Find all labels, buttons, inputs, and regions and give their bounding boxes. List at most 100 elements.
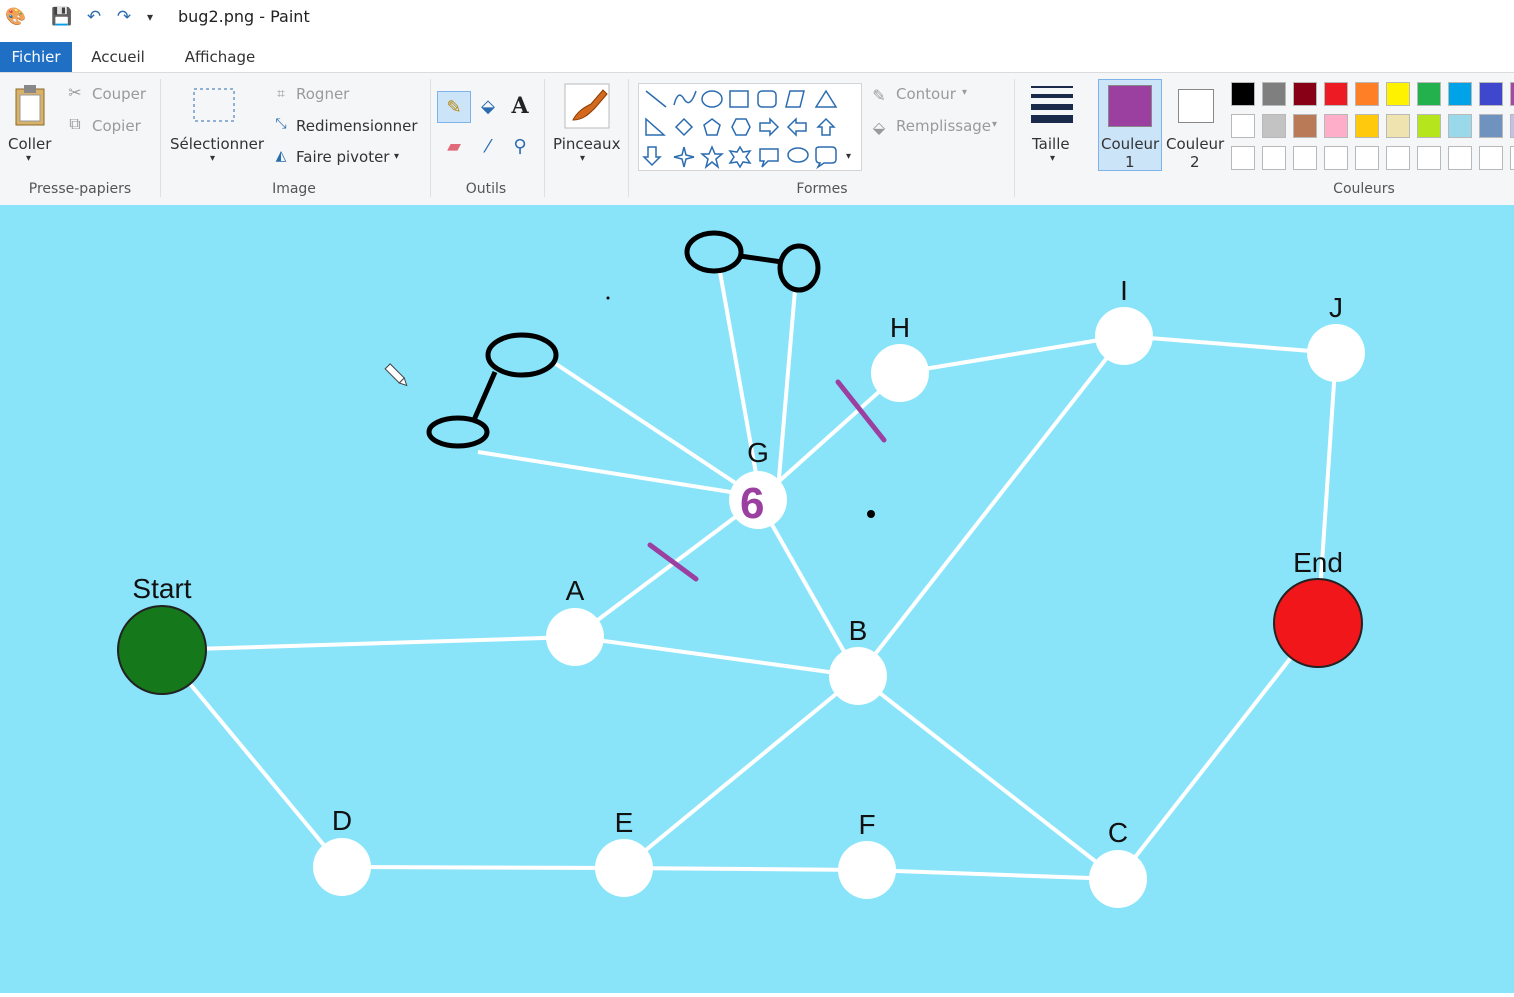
image-group-label: Image bbox=[272, 181, 316, 197]
node-label-h: H bbox=[890, 312, 910, 343]
rotate-button[interactable]: Faire pivoter bbox=[296, 148, 390, 166]
fill-tool-icon[interactable]: ⬙ bbox=[481, 95, 495, 117]
drawn-slash bbox=[835, 379, 887, 443]
edge-start-A bbox=[161, 635, 576, 652]
color2-swatch[interactable] bbox=[1178, 89, 1214, 123]
palette-color-swatch[interactable] bbox=[1386, 82, 1410, 106]
resize-button[interactable]: Redimensionner bbox=[296, 117, 418, 135]
paste-dropdown-icon[interactable]: ▾ bbox=[26, 153, 32, 164]
node-b bbox=[829, 647, 887, 705]
fill-button[interactable]: Remplissage bbox=[896, 117, 992, 135]
edge-A-G bbox=[573, 498, 760, 639]
custom-color-swatch[interactable] bbox=[1293, 146, 1317, 170]
edge-start-D bbox=[160, 648, 344, 869]
size-icon[interactable] bbox=[1028, 83, 1076, 125]
palette-color-swatch[interactable] bbox=[1417, 82, 1441, 106]
outline-dropdown-icon[interactable]: ▾ bbox=[962, 87, 968, 98]
customize-toolbar-icon[interactable]: ▾ bbox=[146, 10, 154, 24]
shapes-scroll-icon[interactable]: ▾ bbox=[846, 151, 852, 162]
tab-view[interactable]: Affichage bbox=[184, 48, 256, 66]
fill-dropdown-icon[interactable]: ▾ bbox=[992, 119, 998, 130]
tab-file[interactable]: Fichier bbox=[0, 42, 72, 72]
size-dropdown-icon[interactable]: ▾ bbox=[1050, 153, 1056, 164]
node-label-end: End bbox=[1293, 547, 1343, 578]
ribbon-tabs: Fichier Accueil Affichage bbox=[0, 40, 1514, 72]
palette-color-swatch[interactable] bbox=[1355, 82, 1379, 106]
palette-color-swatch[interactable] bbox=[1510, 114, 1514, 138]
drawn-circle bbox=[777, 243, 821, 293]
undo-icon[interactable]: ↶ bbox=[86, 7, 102, 27]
select-button[interactable]: Sélectionner bbox=[170, 135, 265, 153]
custom-color-swatch[interactable] bbox=[1417, 146, 1441, 170]
outline-button[interactable]: Contour bbox=[896, 85, 956, 103]
custom-color-swatch[interactable] bbox=[1386, 146, 1410, 170]
color-picker-icon[interactable]: ⁄ bbox=[486, 135, 490, 157]
select-dropdown-icon[interactable]: ▾ bbox=[210, 153, 216, 164]
redo-icon[interactable]: ↷ bbox=[116, 7, 132, 27]
palette-color-swatch[interactable] bbox=[1262, 82, 1286, 106]
brushes-dropdown-icon[interactable]: ▾ bbox=[580, 153, 586, 164]
brushes-icon[interactable] bbox=[562, 81, 612, 131]
node-h bbox=[871, 344, 929, 402]
edge-I-B bbox=[856, 334, 1126, 678]
brushes-button[interactable]: Pinceaux bbox=[553, 135, 621, 153]
rotate-dropdown-icon[interactable]: ▾ bbox=[394, 151, 400, 162]
color1-swatch bbox=[1108, 85, 1152, 127]
custom-color-swatch[interactable] bbox=[1510, 146, 1514, 170]
color2-number: 2 bbox=[1190, 153, 1200, 171]
edge-B-E bbox=[622, 674, 860, 870]
palette-color-swatch[interactable] bbox=[1448, 82, 1472, 106]
node-label-b: B bbox=[849, 615, 868, 646]
custom-color-swatch[interactable] bbox=[1324, 146, 1348, 170]
palette-color-swatch[interactable] bbox=[1231, 114, 1255, 138]
palette-color-swatch[interactable] bbox=[1262, 114, 1286, 138]
custom-color-swatch[interactable] bbox=[1448, 146, 1472, 170]
drawn-circle bbox=[485, 332, 559, 378]
magnifier-icon[interactable]: ⚲ bbox=[513, 135, 527, 157]
palette-color-swatch[interactable] bbox=[1324, 114, 1348, 138]
tab-home[interactable]: Accueil bbox=[91, 48, 145, 66]
custom-color-swatch[interactable] bbox=[1479, 146, 1503, 170]
custom-color-swatch[interactable] bbox=[1262, 146, 1286, 170]
palette-color-swatch[interactable] bbox=[1479, 114, 1503, 138]
crop-button[interactable]: Rogner bbox=[296, 85, 350, 103]
node-a bbox=[546, 608, 604, 666]
title-bar: 🎨 💾 ↶ ↷ ▾ bug2.png - Paint bbox=[0, 0, 1514, 36]
cut-icon: ✂ bbox=[68, 82, 82, 102]
edge-D-E bbox=[341, 865, 625, 870]
shapes-gallery[interactable] bbox=[638, 83, 862, 171]
paste-icon[interactable] bbox=[10, 81, 50, 131]
palette-color-swatch[interactable] bbox=[1324, 82, 1348, 106]
node-label-g: G bbox=[747, 437, 769, 468]
pencil-tool-icon[interactable]: ✎ bbox=[437, 91, 471, 123]
palette-color-swatch[interactable] bbox=[1510, 82, 1514, 106]
rotate-icon: ◭ bbox=[275, 148, 287, 164]
cut-button[interactable]: Couper bbox=[92, 85, 147, 103]
custom-color-swatch[interactable] bbox=[1231, 146, 1255, 170]
palette-color-swatch[interactable] bbox=[1293, 114, 1317, 138]
drawn-line bbox=[739, 253, 783, 265]
crop-icon: ⌗ bbox=[277, 86, 285, 102]
select-icon[interactable] bbox=[192, 87, 236, 123]
palette-color-swatch[interactable] bbox=[1386, 114, 1410, 138]
eraser-tool-icon[interactable]: ▰ bbox=[447, 135, 461, 157]
palette-color-swatch[interactable] bbox=[1231, 82, 1255, 106]
palette-color-swatch[interactable] bbox=[1448, 114, 1472, 138]
paste-button[interactable]: Coller bbox=[8, 135, 52, 153]
save-icon[interactable]: 💾 bbox=[51, 7, 73, 27]
custom-color-swatch[interactable] bbox=[1355, 146, 1379, 170]
palette-color-swatch[interactable] bbox=[1355, 114, 1379, 138]
copy-button[interactable]: Copier bbox=[92, 117, 141, 135]
palette-color-swatch[interactable] bbox=[1293, 82, 1317, 106]
paint-app-icon[interactable]: 🎨 bbox=[5, 7, 27, 27]
edge-G-H bbox=[756, 371, 902, 502]
node-label-i: I bbox=[1120, 275, 1128, 306]
palette-color-swatch[interactable] bbox=[1417, 114, 1441, 138]
palette-color-swatch[interactable] bbox=[1479, 82, 1503, 106]
size-button[interactable]: Taille bbox=[1032, 135, 1070, 153]
drawn-line bbox=[551, 360, 760, 500]
text-tool-icon[interactable]: A bbox=[511, 93, 529, 119]
drawn-line bbox=[776, 289, 797, 491]
